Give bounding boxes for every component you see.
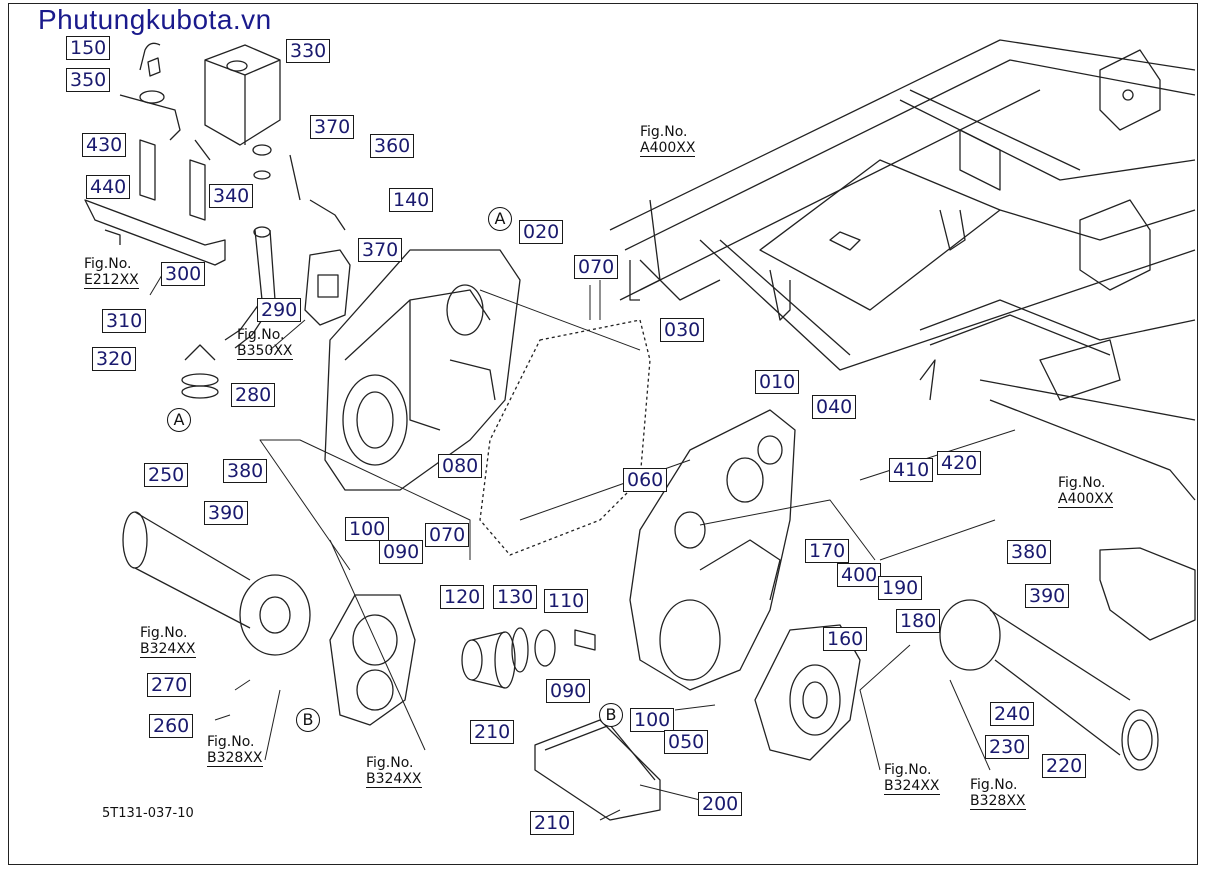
part-label-390: 390 bbox=[204, 501, 249, 525]
part-label-430: 430 bbox=[82, 133, 127, 157]
part-label-200: 200 bbox=[698, 792, 743, 816]
part-label-180: 180 bbox=[896, 609, 941, 633]
figure-ref-e212xx: Fig.No. E212XX bbox=[84, 256, 139, 289]
chassis-frame bbox=[609, 39, 1196, 641]
callout-b-middle: B bbox=[599, 703, 623, 727]
part-label-060: 060 bbox=[623, 468, 668, 492]
part-label-090: 090 bbox=[379, 540, 424, 564]
drawing-code: 5T131-037-10 bbox=[102, 806, 194, 821]
figure-ref-b324xx-middle: Fig.No. B324XX bbox=[366, 755, 422, 788]
part-label-250: 250 bbox=[144, 463, 189, 487]
part-label-220: 220 bbox=[1042, 754, 1087, 778]
part-label-050: 050 bbox=[664, 730, 709, 754]
watermark-text: Phutungkubota.vn bbox=[38, 4, 272, 35]
part-label-400: 400 bbox=[837, 563, 882, 587]
part-label-210: 210 bbox=[470, 720, 515, 744]
right-axle bbox=[939, 599, 1159, 771]
filter-assembly bbox=[461, 627, 596, 689]
part-label-330: 330 bbox=[286, 39, 331, 63]
part-label-360: 360 bbox=[370, 134, 415, 158]
part-label-040: 040 bbox=[812, 395, 857, 419]
part-label-020: 020 bbox=[519, 220, 564, 244]
part-label-300: 300 bbox=[161, 262, 206, 286]
part-label-120: 120 bbox=[440, 585, 485, 609]
part-label-110: 110 bbox=[544, 589, 589, 613]
part-label-370: 370 bbox=[358, 238, 403, 262]
diagram-frame bbox=[8, 3, 1198, 865]
skid-plate bbox=[534, 719, 661, 821]
part-label-320: 320 bbox=[92, 347, 137, 371]
callout-a-top: A bbox=[488, 207, 512, 231]
part-label-070: 070 bbox=[574, 255, 619, 279]
figure-ref-b350xx: Fig.No. B350XX bbox=[237, 327, 293, 360]
part-label-390: 390 bbox=[1025, 584, 1070, 608]
part-label-100: 100 bbox=[345, 517, 390, 541]
part-label-010: 010 bbox=[755, 370, 800, 394]
part-label-310: 310 bbox=[102, 309, 147, 333]
figure-ref-a400xx-right: Fig.No. A400XX bbox=[1058, 475, 1114, 508]
part-label-140: 140 bbox=[389, 188, 434, 212]
figure-ref-b324xx-left: Fig.No. B324XX bbox=[140, 625, 196, 658]
gasket bbox=[479, 319, 651, 556]
part-label-280: 280 bbox=[231, 383, 276, 407]
part-label-260: 260 bbox=[149, 714, 194, 738]
part-label-240: 240 bbox=[990, 702, 1035, 726]
part-label-150: 150 bbox=[66, 36, 111, 60]
part-label-380: 380 bbox=[223, 459, 268, 483]
part-label-440: 440 bbox=[86, 175, 131, 199]
part-label-210: 210 bbox=[530, 811, 575, 835]
part-label-090: 090 bbox=[546, 679, 591, 703]
mounting-bracket bbox=[84, 139, 226, 266]
part-label-130: 130 bbox=[493, 585, 538, 609]
figure-ref-b328xx-left: Fig.No. B328XX bbox=[207, 734, 263, 767]
right-cover bbox=[754, 624, 861, 761]
part-label-070: 070 bbox=[425, 523, 470, 547]
part-label-160: 160 bbox=[823, 627, 868, 651]
leader-lines bbox=[149, 269, 1016, 821]
figure-ref-b328xx-right: Fig.No. B328XX bbox=[970, 777, 1026, 810]
part-label-350: 350 bbox=[66, 68, 111, 92]
part-label-080: 080 bbox=[438, 454, 483, 478]
callout-a-left: A bbox=[167, 408, 191, 432]
figure-ref-b324xx-right: Fig.No. B324XX bbox=[884, 762, 940, 795]
part-label-170: 170 bbox=[805, 539, 850, 563]
part-label-380: 380 bbox=[1007, 540, 1052, 564]
figure-ref-a400xx-top: Fig.No. A400XX bbox=[640, 124, 696, 157]
part-label-340: 340 bbox=[209, 184, 254, 208]
part-label-420: 420 bbox=[937, 451, 982, 475]
right-housing bbox=[629, 409, 796, 691]
callout-b-left: B bbox=[296, 708, 320, 732]
part-label-290: 290 bbox=[257, 298, 302, 322]
part-label-190: 190 bbox=[878, 576, 923, 600]
part-label-030: 030 bbox=[660, 318, 705, 342]
valve-block bbox=[289, 154, 351, 326]
part-label-230: 230 bbox=[985, 735, 1030, 759]
left-housing bbox=[324, 249, 521, 491]
part-label-270: 270 bbox=[147, 673, 192, 697]
part-label-370: 370 bbox=[310, 115, 355, 139]
part-label-100: 100 bbox=[630, 708, 675, 732]
part-label-410: 410 bbox=[889, 458, 934, 482]
left-cover bbox=[329, 594, 416, 726]
left-axle bbox=[122, 511, 311, 656]
